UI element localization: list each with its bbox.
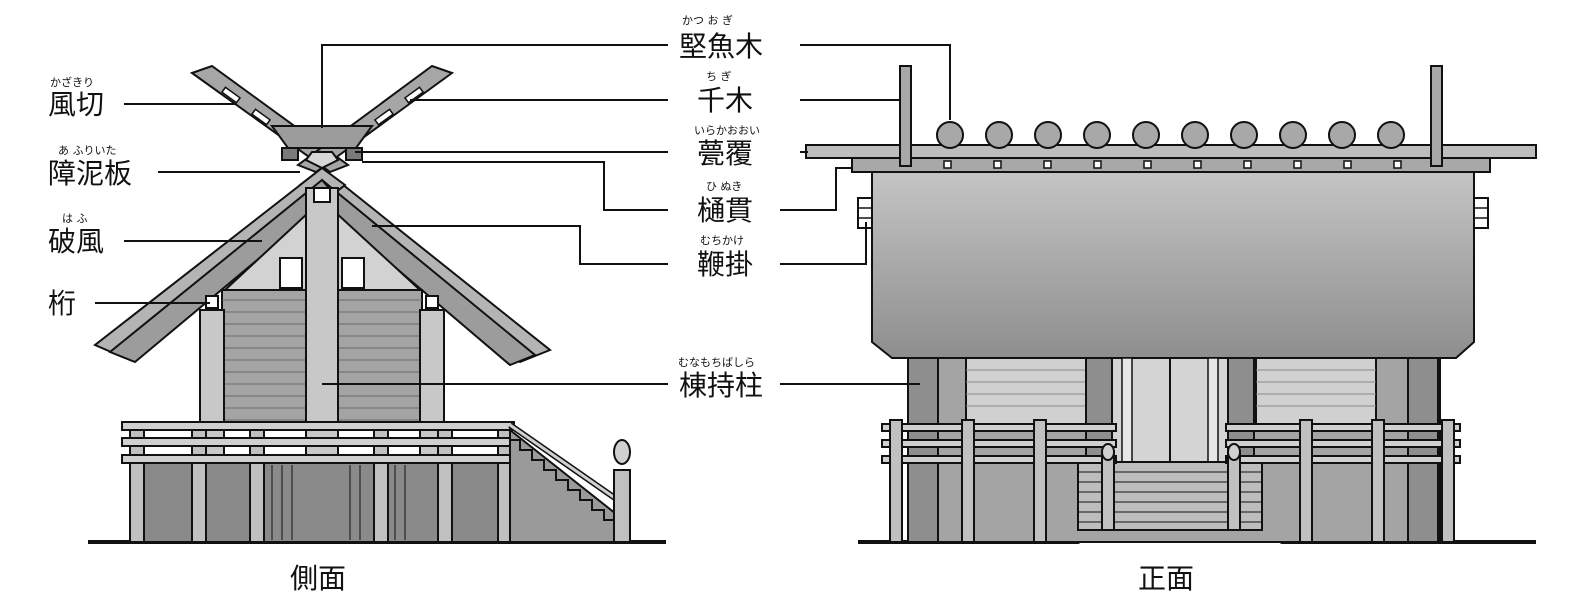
label-kazakiri-ruby: かざきり bbox=[50, 75, 94, 89]
katsuogi-logs bbox=[936, 121, 1405, 149]
label-hafu: 破風 bbox=[48, 225, 104, 258]
label-iraka-ruby: いらかおおい bbox=[694, 124, 760, 137]
caption-front: 正面 bbox=[1138, 562, 1194, 595]
hinuki-beam bbox=[851, 157, 1491, 173]
left-labels: かざきり 風切 あ ふりいた 障泥板 は ふ 破風 桁 bbox=[48, 75, 132, 320]
front-view bbox=[805, 65, 1537, 544]
label-katsuogi-ruby: かつ お ぎ bbox=[682, 13, 733, 27]
label-munamochi: 棟持柱 bbox=[679, 369, 763, 402]
label-katsuogi: 堅魚木 bbox=[679, 30, 763, 63]
iraka-board bbox=[805, 144, 1537, 159]
label-hafu-ruby: は ふ bbox=[62, 212, 88, 225]
label-aoriita-ruby: あ ふりいた bbox=[58, 144, 117, 157]
center-labels: かつ お ぎ 堅魚木 ち ぎ 千木 いらかおおい 甍覆 ひ ぬき 樋貫 むちかけ… bbox=[678, 13, 763, 402]
label-munamochi-ruby: むなもちばしら bbox=[678, 356, 755, 369]
chigi-front-right bbox=[1430, 65, 1443, 167]
label-hinuki: 樋貫 bbox=[697, 194, 753, 227]
label-hinuki-ruby: ひ ぬき bbox=[706, 180, 742, 193]
side-view bbox=[88, 64, 666, 544]
label-keta: 桁 bbox=[48, 287, 76, 320]
label-muchikake-ruby: むちかけ bbox=[700, 234, 744, 247]
chigi-front-left bbox=[899, 65, 912, 167]
label-chigi-ruby: ち ぎ bbox=[706, 69, 732, 83]
leader-lines bbox=[95, 44, 951, 385]
caption-side: 側面 bbox=[290, 562, 346, 595]
captions: 側面 正面 bbox=[290, 562, 1194, 595]
label-muchikake: 鞭掛 bbox=[697, 248, 753, 281]
label-chigi: 千木 bbox=[697, 84, 753, 117]
label-kazakiri: 風切 bbox=[48, 88, 104, 121]
label-iraka: 甍覆 bbox=[697, 137, 753, 170]
label-aoriita: 障泥板 bbox=[48, 157, 132, 190]
front-roof bbox=[871, 171, 1475, 359]
